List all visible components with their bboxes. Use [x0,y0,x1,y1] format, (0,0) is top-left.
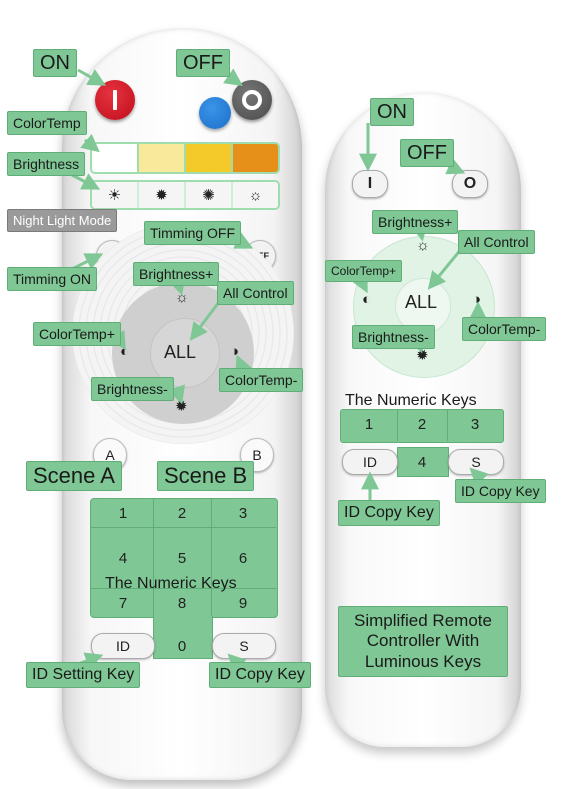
key-3[interactable]: 3 [238,505,248,522]
right-label-color-temp-plus: ColorTemp+ [325,260,403,282]
s-key-label: S [239,638,249,654]
right-id-key-label: ID [363,454,377,470]
right-label-off: OFF [400,139,454,167]
right-label-color-temp-minus: ColorTemp- [462,317,547,341]
right-label-brightness-minus: Brightness- [352,325,435,349]
label-id-setting: ID Setting Key [26,662,141,688]
all-label: ALL [164,342,197,362]
right-label-on: ON [370,98,414,126]
label-all-control: All Control [217,281,294,305]
arrow-right-s [469,467,489,487]
power-on-button[interactable] [95,80,135,120]
arrow-brightness [71,173,101,190]
key-7[interactable]: 7 [118,595,128,612]
sun-light-icon[interactable]: ✺ [186,182,231,208]
right-label-id-copy-side: ID Copy Key [455,479,546,503]
label-color-temp-plus: ColorTemp+ [33,322,121,346]
right-off-key: O [463,175,477,192]
keypad-divider [90,527,276,528]
right-power-on-button[interactable]: I [352,170,388,198]
all-button[interactable] [150,318,220,388]
power-off-icon [242,90,262,110]
arrow-on [77,68,107,86]
swatch-orange[interactable] [233,144,278,172]
sun-half-icon[interactable]: ✹ [139,182,184,208]
label-on: ON [33,49,77,77]
right-key-2[interactable]: 2 [417,416,427,433]
right-color-temp-minus-icon[interactable]: ◑ [472,291,482,308]
key-0[interactable]: 0 [177,638,187,655]
swatch-pale-yellow[interactable] [139,144,184,172]
arrow-right-all-control [427,247,464,290]
right-key-3[interactable]: 3 [470,416,480,433]
label-scene-a: Scene A [26,461,122,491]
key-8[interactable]: 8 [177,595,187,612]
label-off: OFF [176,49,230,77]
right-key-1[interactable]: 1 [364,416,374,433]
right-power-off-button[interactable]: O [452,170,488,198]
key-4[interactable]: 4 [118,550,128,567]
color-temp-minus-icon[interactable]: ◑ [230,343,240,360]
arrow-brightness-minus [167,384,185,405]
label-brightness-plus: Brightness+ [133,262,220,286]
brightness-levels: ☀ ✹ ✺ ☼ [90,180,280,210]
right-id-button[interactable]: ID [342,449,398,475]
right-label-all-control: All Control [458,230,535,254]
label-timing-off: Timming OFF [144,221,242,245]
right-color-temp-plus-icon[interactable]: ◐ [362,291,372,308]
scene-b-key: B [252,447,262,463]
label-scene-b: Scene B [157,461,255,491]
swatch-yellow[interactable] [186,144,231,172]
keypad-divider [153,498,154,616]
label-brightness-minus: Brightness- [91,377,174,401]
label-color-temp-minus: ColorTemp- [219,368,304,392]
right-key-divider [447,409,448,441]
right-brightness-plus-icon[interactable]: ☼ [416,237,430,254]
power-on-icon [113,90,117,110]
right-on-key: I [367,175,373,192]
right-key-4[interactable]: 4 [417,454,427,471]
keypad-divider [211,498,212,616]
color-temp-plus-icon[interactable]: ◐ [120,343,130,360]
label-night-light: Night Light Mode [7,209,118,232]
numeric-keypad [90,498,278,618]
right-label-id-copy: ID Copy Key [338,500,440,526]
key-6[interactable]: 6 [238,550,248,567]
right-label-numeric-keys: The Numeric Keys [345,392,477,409]
key-5[interactable]: 5 [177,550,187,567]
label-simplified-remote: Simplified Remote Controller With Lumino… [338,606,508,678]
right-s-key-label: S [471,454,481,470]
key-2[interactable]: 2 [177,505,187,522]
key-1[interactable]: 1 [118,505,128,522]
id-key-label: ID [116,638,130,654]
label-color-temp: ColorTemp [7,111,87,135]
arrow-colortemp [80,133,100,153]
blue-button[interactable] [199,97,231,129]
label-timing-on: Timming ON [7,267,98,291]
key-9[interactable]: 9 [238,595,248,612]
keypad-divider [90,588,276,589]
color-temp-swatches [90,142,280,174]
right-key-divider [397,409,398,441]
key-0-bg [153,616,213,659]
power-off-button[interactable] [232,80,272,120]
label-brightness: Brightness [7,152,86,176]
right-numeric-keys [340,409,504,443]
scene-a-key: A [105,447,115,463]
label-numeric-keys: The Numeric Keys [105,575,237,592]
right-label-brightness-plus: Brightness+ [372,210,459,234]
label-id-copy: ID Copy Key [209,662,311,688]
right-all-label: ALL [405,292,438,312]
sun-outline-icon[interactable]: ☼ [233,182,278,208]
